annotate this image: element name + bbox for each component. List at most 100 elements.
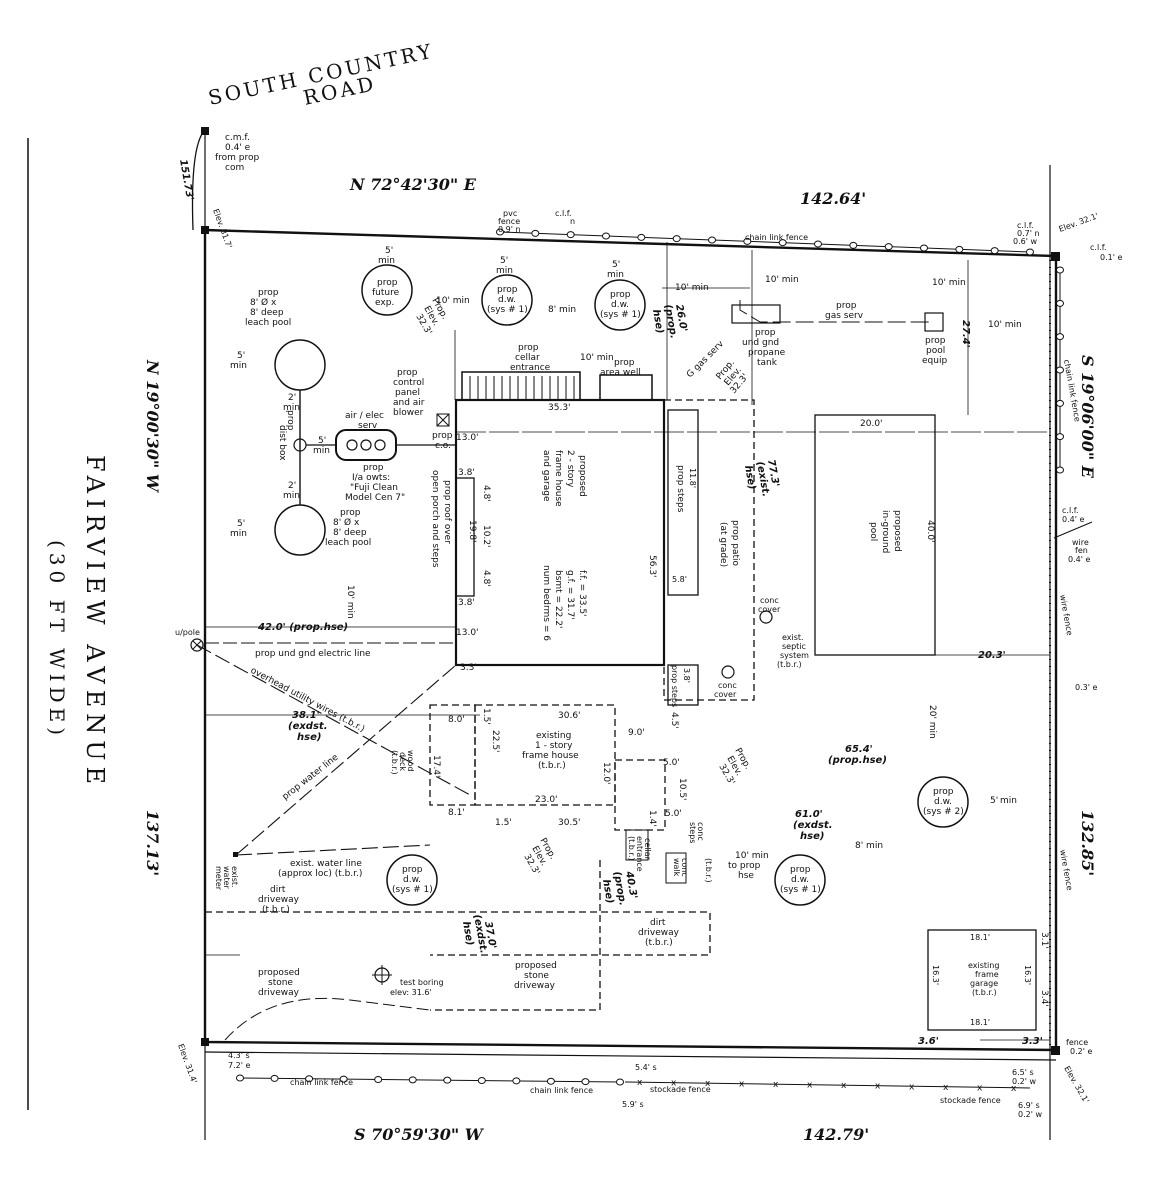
prop-steps <box>667 409 699 596</box>
note-dist: dist box <box>277 425 287 461</box>
dim: 4.8' <box>481 485 491 502</box>
dim: 3.3' <box>460 663 477 673</box>
dim: 16.3' <box>931 965 940 985</box>
note-wire-fen: 0.4' e <box>1068 555 1090 564</box>
conc-walk <box>665 852 687 884</box>
note-stone: stone <box>524 971 549 981</box>
fence-post <box>637 233 646 241</box>
note-deck: (t.b.r.) <box>390 750 399 775</box>
water-line <box>235 664 457 856</box>
note-dw: prop <box>790 865 811 875</box>
water-meter <box>233 852 238 857</box>
note-owts: Model Cen 7" <box>345 493 405 503</box>
drywell-4 <box>774 854 826 906</box>
note-patio: prop patio <box>730 520 740 567</box>
corner-arc <box>191 129 206 231</box>
fence-post <box>778 239 787 247</box>
dim-hse: hse) <box>297 732 321 743</box>
note-dirt: (t.b.r.) <box>645 938 673 948</box>
note-conc-walk: walk <box>672 858 681 877</box>
note-stone: driveway <box>258 988 300 998</box>
dim-hse: (prop.hse) <box>828 755 887 766</box>
note-tank: tank <box>757 358 778 368</box>
dim: 13.0' <box>456 628 479 638</box>
note-prop-co: prop <box>432 431 453 441</box>
note-house-desc: frame house <box>553 450 563 507</box>
proposed-pool <box>814 414 936 656</box>
note-setback: 10' min <box>436 296 470 306</box>
fence-post <box>920 244 928 252</box>
cellar-entrance <box>461 371 581 401</box>
utility-pole <box>190 638 204 652</box>
note-house-desc: 2 - story <box>565 450 575 488</box>
sw-corner-marker <box>201 1038 209 1046</box>
cmf-marker <box>201 127 209 135</box>
propane-tank <box>731 304 781 324</box>
dim: 10.5' <box>677 778 687 801</box>
note-setback: 5' <box>990 796 998 806</box>
dim: 18.1' <box>970 1018 990 1027</box>
dim: 5.0' <box>663 758 680 768</box>
note-setback: min <box>283 403 300 413</box>
stockade-mark: x <box>637 1078 643 1088</box>
stockade-mark: x <box>705 1079 711 1089</box>
note-control: blower <box>393 408 424 418</box>
note-pool: in-ground <box>880 510 890 553</box>
owts-tank <box>335 429 397 461</box>
dim-pool-width: 20.0' <box>860 419 883 429</box>
elev-nw: Elev. 31.7' <box>211 208 234 250</box>
note-cellar: cellar <box>515 353 540 363</box>
note-dw: (sys # 1) <box>487 305 528 315</box>
stone-driveway-curve <box>224 997 431 1041</box>
note-porch: open porch and steps <box>430 470 440 568</box>
dirt-driveway <box>205 911 711 956</box>
stockade-mark: x <box>671 1079 677 1089</box>
dim: 27.4' <box>960 320 971 348</box>
note-cmf: from prop <box>215 153 260 163</box>
leader-line <box>1053 521 1093 539</box>
fence-post <box>531 229 540 237</box>
drywell-3 <box>386 854 438 906</box>
dim: 8.1' <box>448 808 465 818</box>
fence-post <box>849 241 858 249</box>
note-uwpole: u/pole <box>175 628 200 637</box>
prop-steps-small <box>667 664 699 706</box>
front-porch <box>455 477 475 597</box>
dim: 3.3' <box>1022 1036 1043 1047</box>
elev-se: Elev. 32.1' <box>1062 1065 1091 1105</box>
dim: 30.6' <box>558 711 581 721</box>
stockade-mark: x <box>739 1080 745 1090</box>
note-pool: proposed <box>892 510 902 552</box>
note-dw: d.w. <box>791 875 809 885</box>
note-septic: exist. <box>782 633 804 642</box>
drywell-1 <box>481 274 533 326</box>
note-dw: d.w. <box>403 875 421 885</box>
dim-hse: 61.0' <box>795 809 823 820</box>
note-existing-house: existing <box>536 731 571 741</box>
dim: 19.8' <box>467 520 477 543</box>
note-dirt: dirt <box>270 885 286 895</box>
fence-post <box>408 1076 417 1084</box>
note-stockade: stockade fence <box>650 1085 711 1094</box>
note-setback: 20' min <box>927 705 937 739</box>
note-chain-sw: chain link fence <box>290 1078 353 1087</box>
fence-post <box>339 1075 348 1083</box>
dim: 1.4' <box>647 810 657 827</box>
note-conc-cover: cover <box>758 605 781 614</box>
note-owts: "Fuji Clean <box>350 483 398 493</box>
note-leach-top: 8' deep <box>250 308 284 318</box>
note-clf-east: 0.4' e <box>1062 515 1084 524</box>
stockade-mark: x <box>875 1082 881 1092</box>
note-exist-cellar: cellar <box>643 838 652 861</box>
dim: 1.5' <box>495 818 512 828</box>
note-tank: prop <box>755 328 776 338</box>
fence-post <box>496 228 504 236</box>
note-stone: proposed <box>258 968 300 978</box>
note-setback: 5' <box>612 260 620 270</box>
stockade-mark: x <box>841 1081 847 1091</box>
note-future: prop <box>377 278 398 288</box>
note-setback: min <box>607 270 624 280</box>
note-leach-bot: prop <box>340 508 361 518</box>
dim: 10.2' <box>481 525 491 548</box>
